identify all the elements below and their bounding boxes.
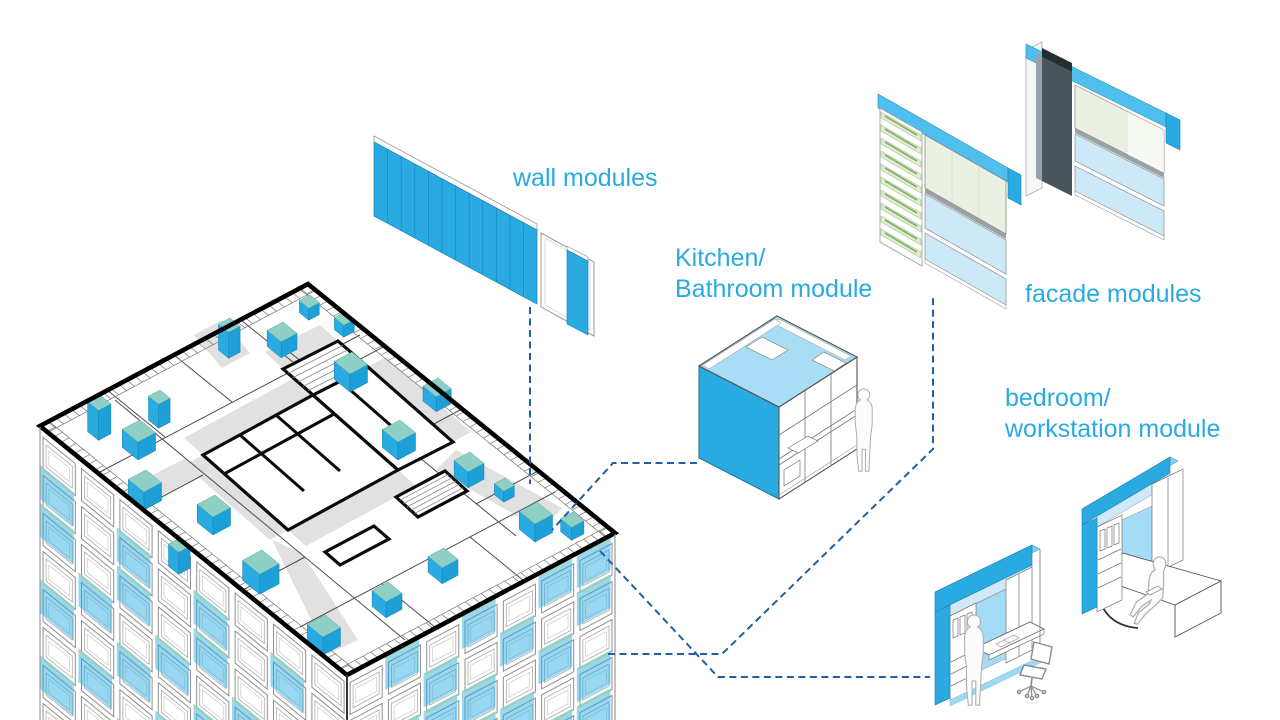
label-kitchen-line2: Bathroom module xyxy=(675,275,873,303)
label-bedroom-workstation: bedroom/ workstation module xyxy=(1005,383,1220,445)
label-kitchen-line1: Kitchen/ xyxy=(675,244,766,272)
kitchen-bathroom-module-illustration xyxy=(697,315,873,501)
person-figure xyxy=(854,388,873,472)
building-outline xyxy=(35,281,620,720)
person-figure xyxy=(1129,556,1167,625)
wall-modules-illustration xyxy=(373,135,595,337)
label-facade-modules: facade modules xyxy=(1025,280,1202,308)
label-wall-modules: wall modules xyxy=(513,164,658,192)
label-kitchen-bathroom: Kitchen/ Bathroom module xyxy=(675,243,872,305)
bedroom-workstation-illustration xyxy=(934,456,1223,707)
building-facade-left xyxy=(40,436,345,720)
person-figure xyxy=(964,614,984,706)
building-facade-right xyxy=(349,536,613,720)
connector-lines xyxy=(529,294,934,678)
facade-modules-illustration xyxy=(877,41,1181,310)
label-bedroom-line2: workstation module xyxy=(1005,415,1221,443)
building-floor-plan xyxy=(39,283,616,676)
office-chair xyxy=(1016,641,1053,701)
label-bedroom-line1: bedroom/ xyxy=(1005,384,1111,412)
